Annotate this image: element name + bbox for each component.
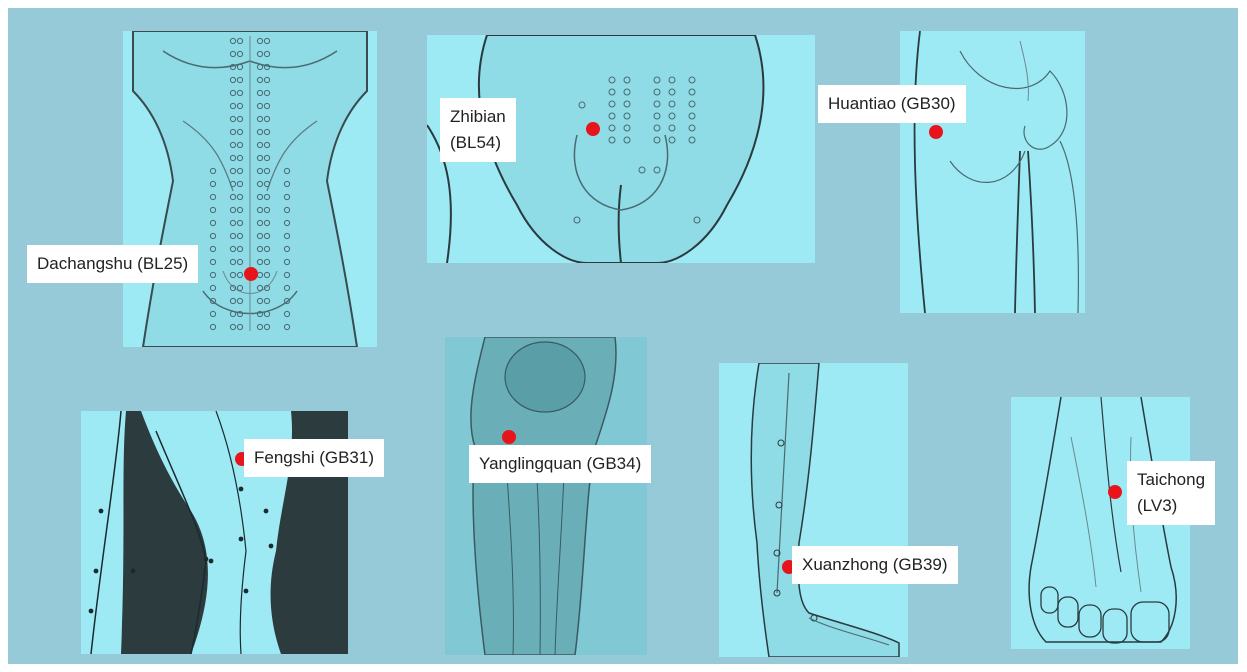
- diagram-background: Dachangshu (BL25) Zhibian (BL54) Huantia…: [8, 8, 1238, 664]
- lower-leg-illustration: [719, 363, 908, 657]
- label-gb31: Fengshi (GB31): [244, 439, 384, 477]
- bl54-point-marker: [586, 122, 600, 136]
- lower-back-illustration: [123, 31, 377, 347]
- label-bl54-line2: (BL54): [450, 130, 506, 156]
- decorative-acupoint-dot: [239, 487, 244, 492]
- label-gb30-text: Huantiao (GB30): [828, 91, 956, 117]
- decorative-acupoint-dot: [244, 589, 249, 594]
- panel-lower-back: [123, 31, 377, 347]
- bl25-point-marker: [244, 267, 258, 281]
- gb34-point-marker: [502, 430, 516, 444]
- label-gb34: Yanglingquan (GB34): [469, 445, 651, 483]
- decorative-acupoint-dot: [209, 559, 214, 564]
- label-lv3-line2: (LV3): [1137, 493, 1205, 519]
- label-gb39-text: Xuanzhong (GB39): [802, 552, 948, 578]
- decorative-acupoint-dot: [204, 557, 209, 562]
- knee-illustration: [445, 337, 647, 655]
- label-lv3-line1: Taichong: [1137, 467, 1205, 493]
- decorative-acupoint-dot: [269, 544, 274, 549]
- decorative-acupoint-dot: [89, 609, 94, 614]
- label-bl54-line1: Zhibian: [450, 104, 506, 130]
- label-lv3: Taichong (LV3): [1127, 461, 1215, 525]
- decorative-acupoint-dot: [131, 569, 136, 574]
- decorative-acupoint-dot: [239, 537, 244, 542]
- label-bl25-text: Dachangshu (BL25): [37, 251, 188, 277]
- panel-knee: [445, 337, 647, 655]
- panel-lower-leg: [719, 363, 908, 657]
- label-gb39: Xuanzhong (GB39): [792, 546, 958, 584]
- lv3-point-marker: [1108, 485, 1122, 499]
- decorative-acupoint-dot: [94, 569, 99, 574]
- gb30-point-marker: [929, 125, 943, 139]
- label-gb30: Huantiao (GB30): [818, 85, 966, 123]
- decorative-acupoint-dot: [264, 509, 269, 514]
- label-bl25: Dachangshu (BL25): [27, 245, 198, 283]
- label-gb31-text: Fengshi (GB31): [254, 445, 374, 471]
- label-bl54: Zhibian (BL54): [440, 98, 516, 162]
- decorative-acupoint-dot: [99, 509, 104, 514]
- panel-hip: [900, 31, 1085, 313]
- hip-illustration: [900, 31, 1085, 313]
- label-gb34-text: Yanglingquan (GB34): [479, 451, 641, 477]
